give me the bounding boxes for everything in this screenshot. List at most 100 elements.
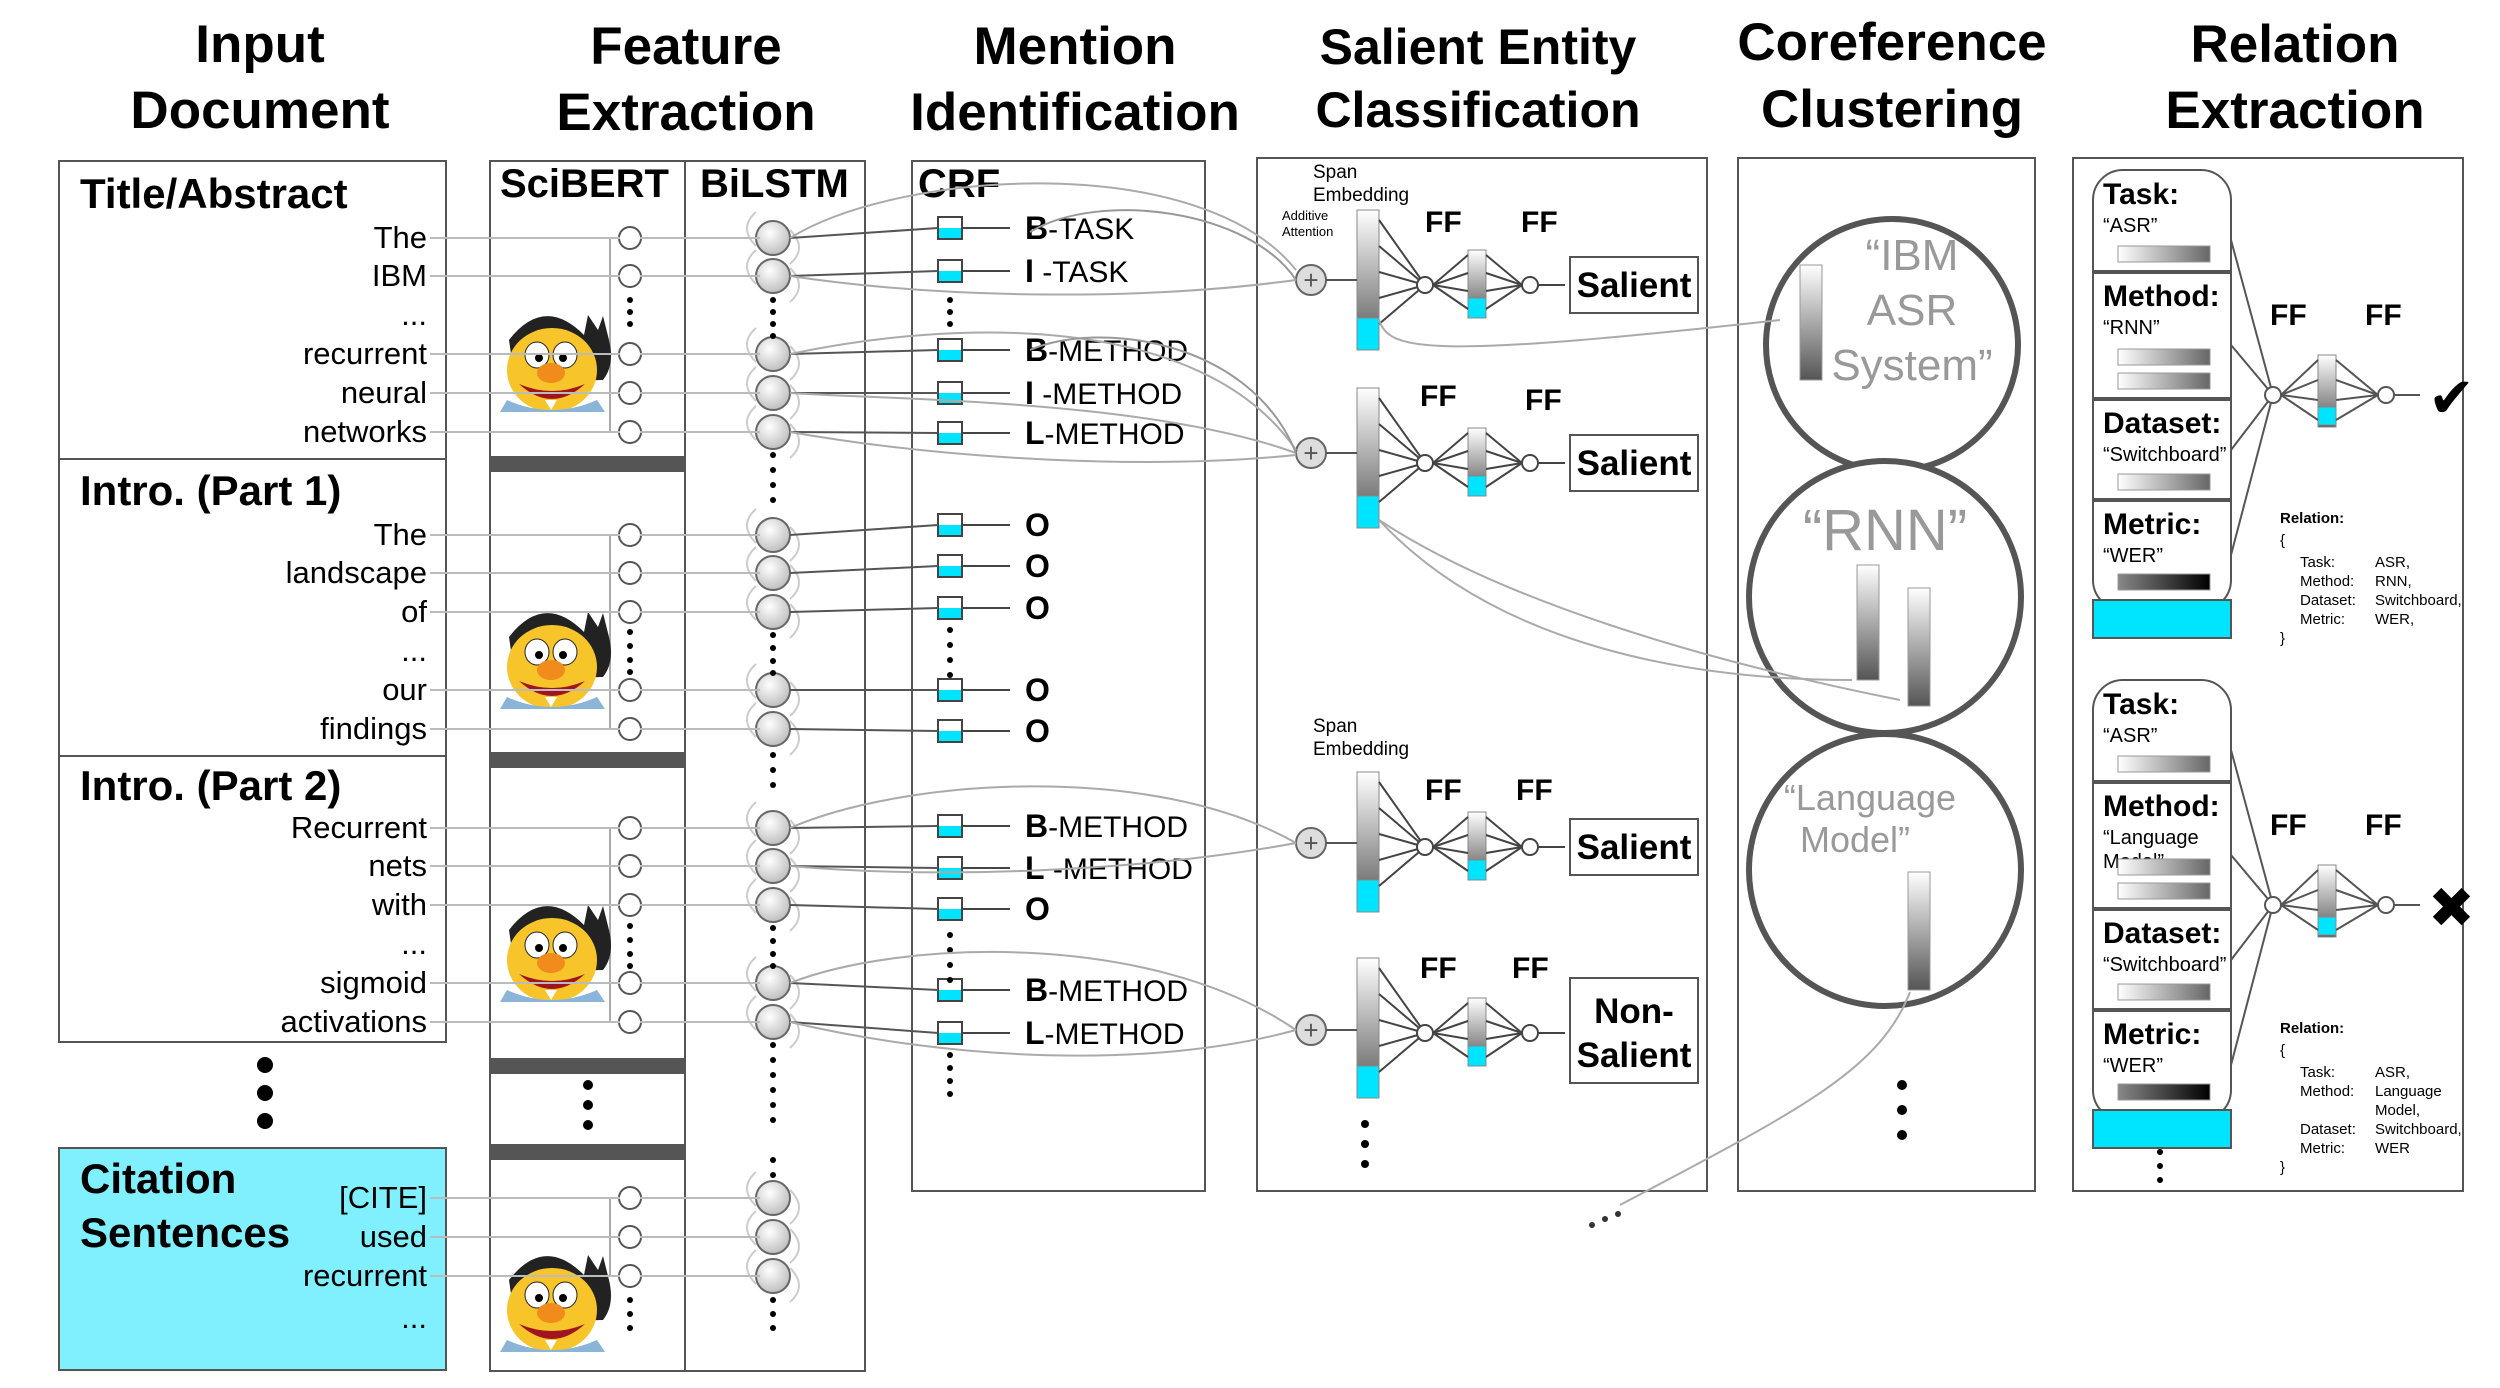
relation-field-label: Method: <box>2103 790 2220 823</box>
citation-word: recurrent <box>303 1258 427 1293</box>
cluster-ibm-text-1: “IBM <box>1866 231 1959 280</box>
relation-json-key: Task: <box>2300 554 2335 571</box>
relation-json-value: Switchboard, <box>2375 592 2462 609</box>
scibert-node <box>618 264 642 288</box>
ff-label: FF <box>1420 380 1457 413</box>
svg-text:+: + <box>1303 828 1318 858</box>
span-embedding-label-1b: Embedding <box>1313 185 1409 206</box>
ff-label: FF <box>1420 952 1457 985</box>
ff-label: FF <box>1512 952 1549 985</box>
scibert-node <box>618 600 642 624</box>
bilstm-node <box>755 1004 791 1040</box>
bilstm-node <box>755 220 791 256</box>
header-input-1: Input <box>195 15 325 74</box>
header-input-2: Document <box>130 81 389 140</box>
input-document: Title/Abstract Intro. (Part 1) Intro. (P… <box>58 160 447 1371</box>
crf-cell <box>937 216 1010 240</box>
span-embedding-label-2a: Span <box>1313 716 1357 737</box>
relation-json-key: Task: <box>2300 1064 2335 1081</box>
bert-icon <box>500 1255 611 1352</box>
input-word: with <box>371 887 427 922</box>
additive-attention-label-a: Additive <box>1282 208 1328 223</box>
scibert-node <box>618 342 642 366</box>
input-word: of <box>401 594 427 629</box>
relation-json-brace: { <box>2280 532 2285 549</box>
bilstm-node <box>755 555 791 591</box>
bilstm-node <box>755 375 791 411</box>
relation-field-value: “ASR” <box>2103 725 2157 747</box>
vertical-ellipsis-coref <box>1897 1080 1907 1140</box>
bilstm-node <box>755 711 791 747</box>
separator-2 <box>490 752 685 768</box>
scibert-node <box>618 678 642 702</box>
crf-tag: O <box>1025 672 1050 708</box>
bilstm-node <box>755 1258 791 1294</box>
scibert-node <box>618 1264 642 1288</box>
ff-label: FF <box>1521 206 1558 239</box>
crf-tag: O <box>1025 713 1050 749</box>
input-word: activations <box>281 1004 427 1039</box>
relation-field-label: Dataset: <box>2103 407 2221 440</box>
relation-field-value: “WER” <box>2103 1055 2163 1077</box>
relation-json-brace: } <box>2280 630 2285 647</box>
header-mention-1: Mention <box>973 17 1176 76</box>
scibert-node <box>618 816 642 840</box>
svg-text:+: + <box>1303 1015 1318 1045</box>
vertical-ellipsis-salient <box>1361 1120 1369 1168</box>
bilstm-node <box>755 965 791 1001</box>
crf-cell <box>937 259 1010 283</box>
section-box-intro1 <box>58 458 447 757</box>
section-box-intro2 <box>58 755 447 1043</box>
scibert-node <box>618 1186 642 1210</box>
relation-json-brace: { <box>2280 1042 2285 1059</box>
header-feature-1: Feature <box>590 17 781 76</box>
relation-field-value: “WER” <box>2103 545 2163 567</box>
citation-box <box>58 1147 447 1371</box>
relation-json-value: Model, <box>2375 1102 2420 1119</box>
input-word: findings <box>320 711 427 746</box>
crf-tag: O <box>1025 891 1050 927</box>
feature-extraction: SciBERT BiLSTM <box>489 160 866 1372</box>
relation-json-value: ASR, <box>2375 1064 2410 1081</box>
relation-unit: Task:“ASR”Method:“RNN”Dataset:“Switchboa… <box>2092 169 2475 647</box>
salient-label: Salient <box>1577 1036 1692 1075</box>
section-title-intro2: Intro. (Part 2) <box>80 762 341 809</box>
relation-json-key: Dataset: <box>2300 1121 2356 1138</box>
relation-field-value: “ASR” <box>2103 215 2157 237</box>
relation-units: Task:“ASR”Method:“RNN”Dataset:“Switchboa… <box>2092 169 2475 1176</box>
span-embedding-label-1a: Span <box>1313 162 1357 183</box>
scibert-node <box>618 1225 642 1249</box>
relation-field-label: Method: <box>2103 280 2220 313</box>
section-title-abstract: Title/Abstract <box>80 170 348 217</box>
relation-json-value: Language <box>2375 1083 2442 1100</box>
citation-word: ... <box>401 1300 427 1335</box>
relation-json-key: Metric: <box>2300 611 2345 628</box>
crf-cell <box>937 678 1010 702</box>
ff-label: FF <box>1525 384 1562 417</box>
bilstm-node <box>755 414 791 450</box>
cluster-rnn-text: “RNN” <box>1803 498 1967 563</box>
crf-tag: L-METHOD <box>1025 415 1185 451</box>
input-word: networks <box>303 414 427 449</box>
cluster-language-model <box>1746 731 2024 1009</box>
relation-json-key: Method: <box>2300 573 2354 590</box>
ff-label: FF <box>2270 299 2307 332</box>
input-word: The <box>374 517 427 552</box>
input-word: landscape <box>286 555 427 590</box>
ff-label: FF <box>2270 809 2307 842</box>
relation-json-value: RNN, <box>2375 573 2412 590</box>
bilstm-node <box>755 517 791 553</box>
input-word: ... <box>401 633 427 668</box>
relation-unit: Task:“ASR”Method:“LanguageModel”Dataset:… <box>2092 679 2475 1176</box>
header-relation-2: Extraction <box>2165 81 2424 140</box>
ff-label: FF <box>1516 774 1553 807</box>
scibert-node <box>618 893 642 917</box>
crf-cell <box>937 814 1010 838</box>
input-words: TheIBM...recurrentneuralnetworksThelands… <box>281 220 428 1335</box>
input-word: Recurrent <box>291 810 427 845</box>
ff-label: FF <box>1425 206 1462 239</box>
relation-field-value: “Language <box>2103 827 2199 849</box>
citation-word: used <box>360 1219 427 1254</box>
